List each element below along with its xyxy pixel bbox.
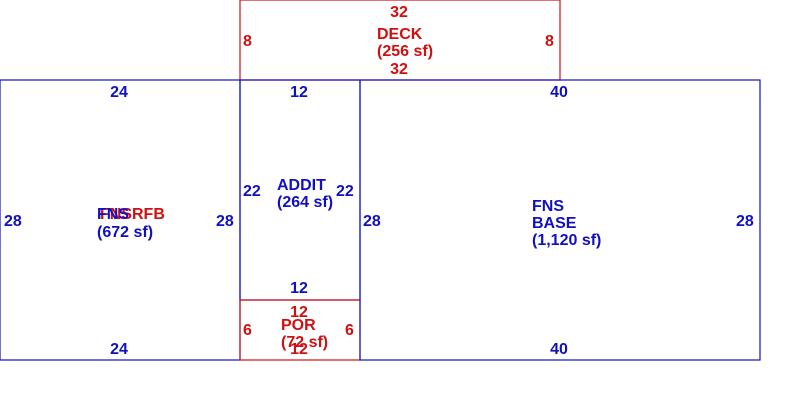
addit-dim-top: 12 — [290, 84, 308, 101]
por-dim-right: 6 — [345, 322, 354, 339]
addit-area: (264 sf) — [277, 194, 333, 211]
addit-dim-right: 22 — [336, 183, 354, 200]
addit-dim-left: 22 — [243, 183, 261, 200]
deck-dim-top: 32 — [390, 4, 408, 21]
deck-dim-right: 8 — [545, 33, 554, 50]
deck-name: DECK — [377, 26, 423, 43]
fns-base-dim-top: 40 — [550, 84, 568, 101]
por-name: POR — [281, 317, 316, 334]
fns-left-dim-left: 28 — [4, 213, 22, 230]
fns-base-dim-left: 28 — [363, 213, 381, 230]
fns-left-area: (672 sf) — [97, 224, 153, 241]
deck-section: 32 32 8 8 DECK (256 sf) — [239, 0, 561, 81]
fns-left-name: FNS — [97, 206, 129, 223]
fns-base-name-line1: FNS — [532, 198, 564, 215]
fns-base-outline — [359, 79, 761, 361]
fns-base-name-line2: BASE — [532, 215, 577, 232]
fns-base-section: 40 40 28 28 FNS BASE (1,120 sf) — [359, 79, 761, 361]
fns-left-section: 24 24 28 28 FNSRFB FNS (672 sf) — [0, 79, 241, 361]
por-dim-top: 12 — [290, 304, 308, 321]
fns-left-dim-bottom: 24 — [110, 341, 128, 358]
fns-left-dim-right: 28 — [216, 213, 234, 230]
por-section: 12 12 6 6 POR (72 sf) — [239, 299, 361, 361]
deck-dim-left: 8 — [243, 33, 252, 50]
fns-base-area: (1,120 sf) — [532, 232, 601, 249]
fns-left-overlay-name: FNSRFB — [100, 206, 165, 223]
addit-dim-bottom: 12 — [290, 280, 308, 297]
addit-name: ADDIT — [277, 177, 326, 194]
fns-base-dim-bottom: 40 — [550, 341, 568, 358]
por-dim-bottom: 12 — [290, 341, 308, 358]
addit-section: 12 12 22 22 ADDIT (264 sf) — [239, 79, 361, 301]
por-area: (72 sf) — [281, 334, 328, 351]
fns-base-dim-right: 28 — [736, 213, 754, 230]
deck-area: (256 sf) — [377, 43, 433, 60]
deck-dim-bottom: 32 — [390, 61, 408, 78]
fns-left-dim-top: 24 — [110, 84, 128, 101]
por-dim-left: 6 — [243, 322, 252, 339]
